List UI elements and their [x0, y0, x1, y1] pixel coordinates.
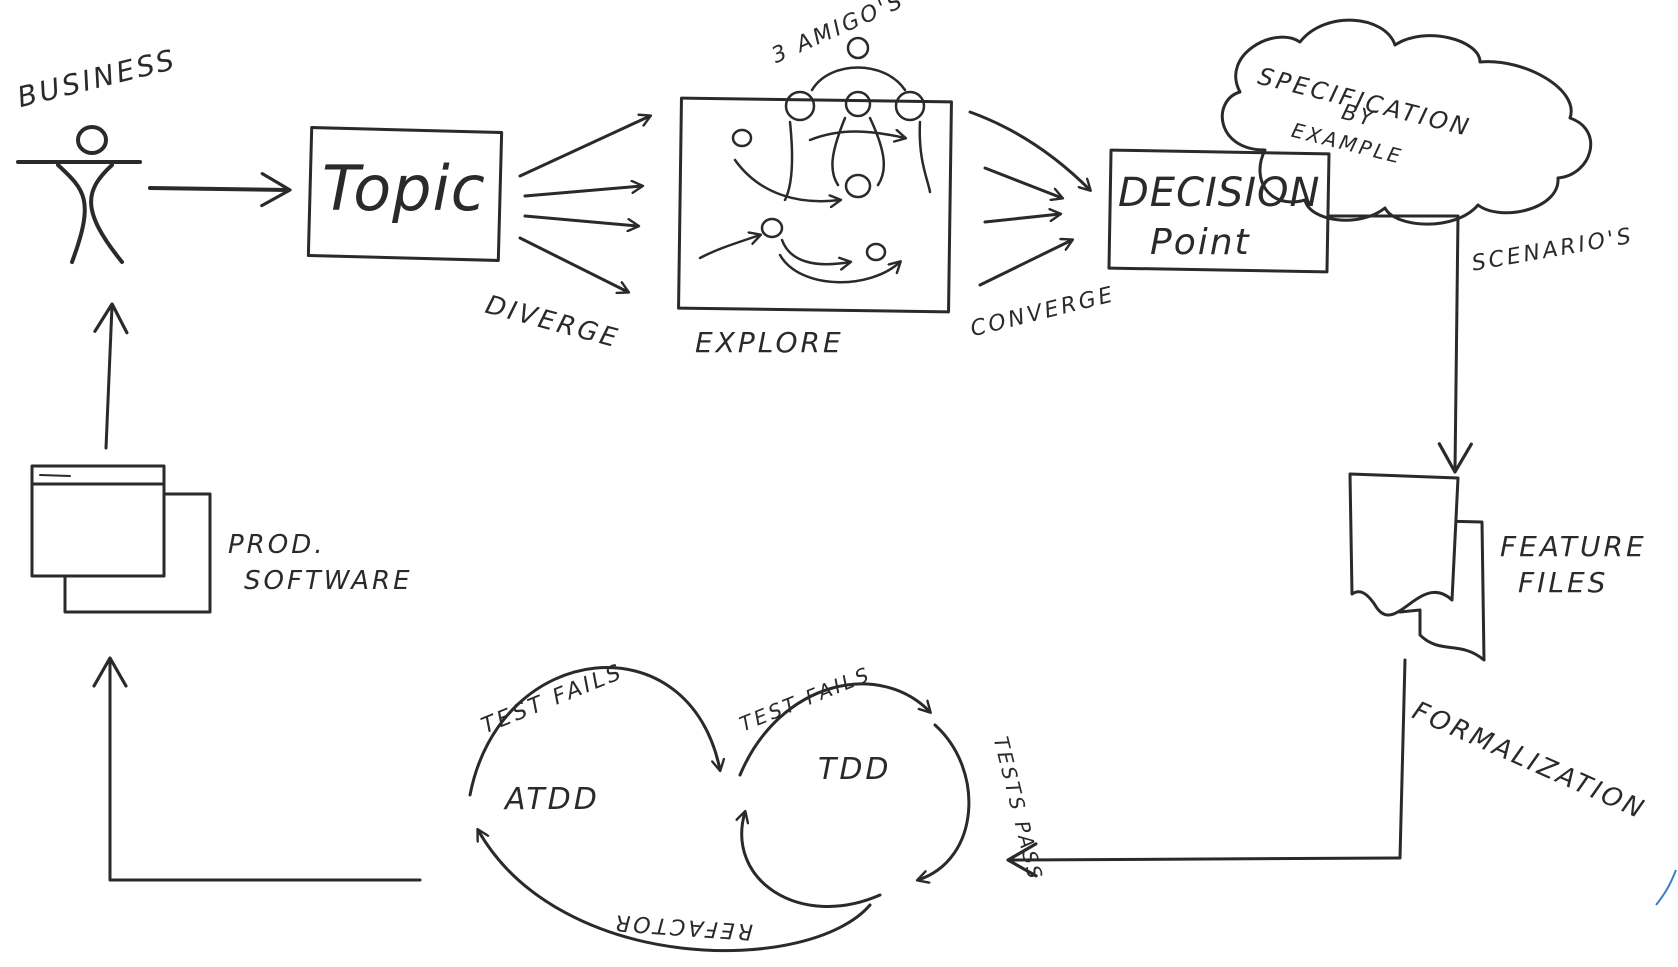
label-feature-line1: FEATURE [1500, 530, 1647, 563]
converge-arrows [968, 110, 1090, 287]
return-arrow [92, 656, 422, 882]
label-prod-line2: SOFTWARE [244, 566, 413, 596]
label-explore: EXPLORE [695, 326, 844, 359]
decision-point-box [1107, 148, 1331, 274]
label-decision-line2: Point [1150, 222, 1251, 263]
atdd-tdd-loops [468, 666, 971, 953]
label-topic: Topic [322, 152, 486, 225]
explore-box [677, 96, 953, 314]
formalization-arrow [1006, 658, 1407, 878]
three-amigos-icon [783, 36, 932, 202]
explore-doodles [698, 130, 905, 284]
label-prod-line1: PROD. [228, 530, 326, 560]
feature-files-icon [1348, 472, 1486, 662]
corner-accent [1655, 869, 1677, 906]
label-decision-line1: DECISION [1118, 170, 1321, 216]
business-person-icon [16, 125, 142, 264]
scenarios-arrow [1328, 214, 1473, 474]
arrow-business-to-topic [148, 172, 292, 208]
label-feature-line2: FILES [1518, 566, 1609, 599]
label-tdd: TDD [818, 752, 892, 787]
label-atdd: ATDD [505, 782, 600, 817]
diverge-arrows [518, 116, 650, 292]
up-arrow-to-business [93, 302, 129, 450]
specification-cloud [1220, 18, 1593, 226]
prod-software-icon [30, 464, 212, 614]
topic-box [306, 126, 504, 262]
